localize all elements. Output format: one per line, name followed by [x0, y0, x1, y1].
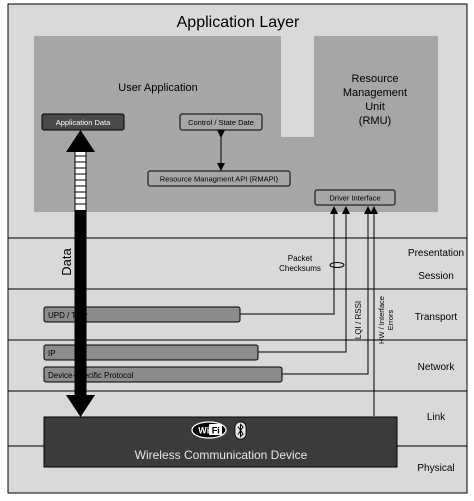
user-application-title: User Application	[118, 82, 198, 94]
lqi-rssi-label: LQI / RSSI	[354, 301, 363, 339]
layer-transport: Transport	[415, 312, 458, 323]
layer-presentation: Presentation	[408, 248, 464, 259]
data-label: Data	[59, 248, 74, 276]
ip-label: IP	[48, 349, 56, 358]
control-state-label: Control / State Date	[188, 118, 254, 127]
ip-feedback-line	[258, 206, 350, 353]
rmapi-label: Resource Managment API (RMAPI)	[160, 175, 279, 184]
hw-interface-label: HW / Interface	[377, 296, 386, 344]
checksum-marker	[329, 262, 345, 268]
rmu-line-3: Unit	[365, 101, 385, 113]
layer-session: Session	[418, 271, 454, 282]
driver-interface-box	[314, 189, 396, 206]
upd-tcp-feedback-line	[240, 206, 338, 315]
bluetooth-icon	[234, 421, 247, 440]
application-data-box	[41, 113, 125, 131]
rmu-line-4: (RMU)	[359, 115, 391, 127]
rmu-line-1: Resource	[351, 73, 398, 85]
device-protocol-label: Device-specific Protocol	[48, 371, 134, 380]
driver-interface-label: Driver Interface	[329, 194, 380, 203]
layer-link: Link	[427, 412, 446, 423]
checksums-label: Checksums	[279, 264, 321, 273]
rmapi-box	[147, 170, 291, 187]
wifi-logo-text: Wi Fi	[198, 426, 219, 436]
application-layer-title: Application Layer	[177, 14, 300, 31]
data-arrow	[66, 130, 95, 417]
wireless-device-title: Wireless Communication Device	[135, 448, 308, 462]
application-data-label: Application Data	[56, 118, 111, 127]
upd-tcp-label: UPD / TCP	[48, 311, 87, 320]
app-rmu-separator	[281, 36, 314, 137]
feedback-lines	[240, 206, 378, 416]
layer-network: Network	[418, 362, 456, 373]
device-protocol-feedback-line	[282, 206, 372, 375]
errors-label: Errors	[386, 310, 395, 331]
layer-physical: Physical	[417, 463, 454, 474]
rmu-line-2: Management	[343, 87, 407, 99]
wifi-logo: Wi Fi	[191, 421, 227, 439]
packet-label: Packet	[288, 254, 313, 263]
